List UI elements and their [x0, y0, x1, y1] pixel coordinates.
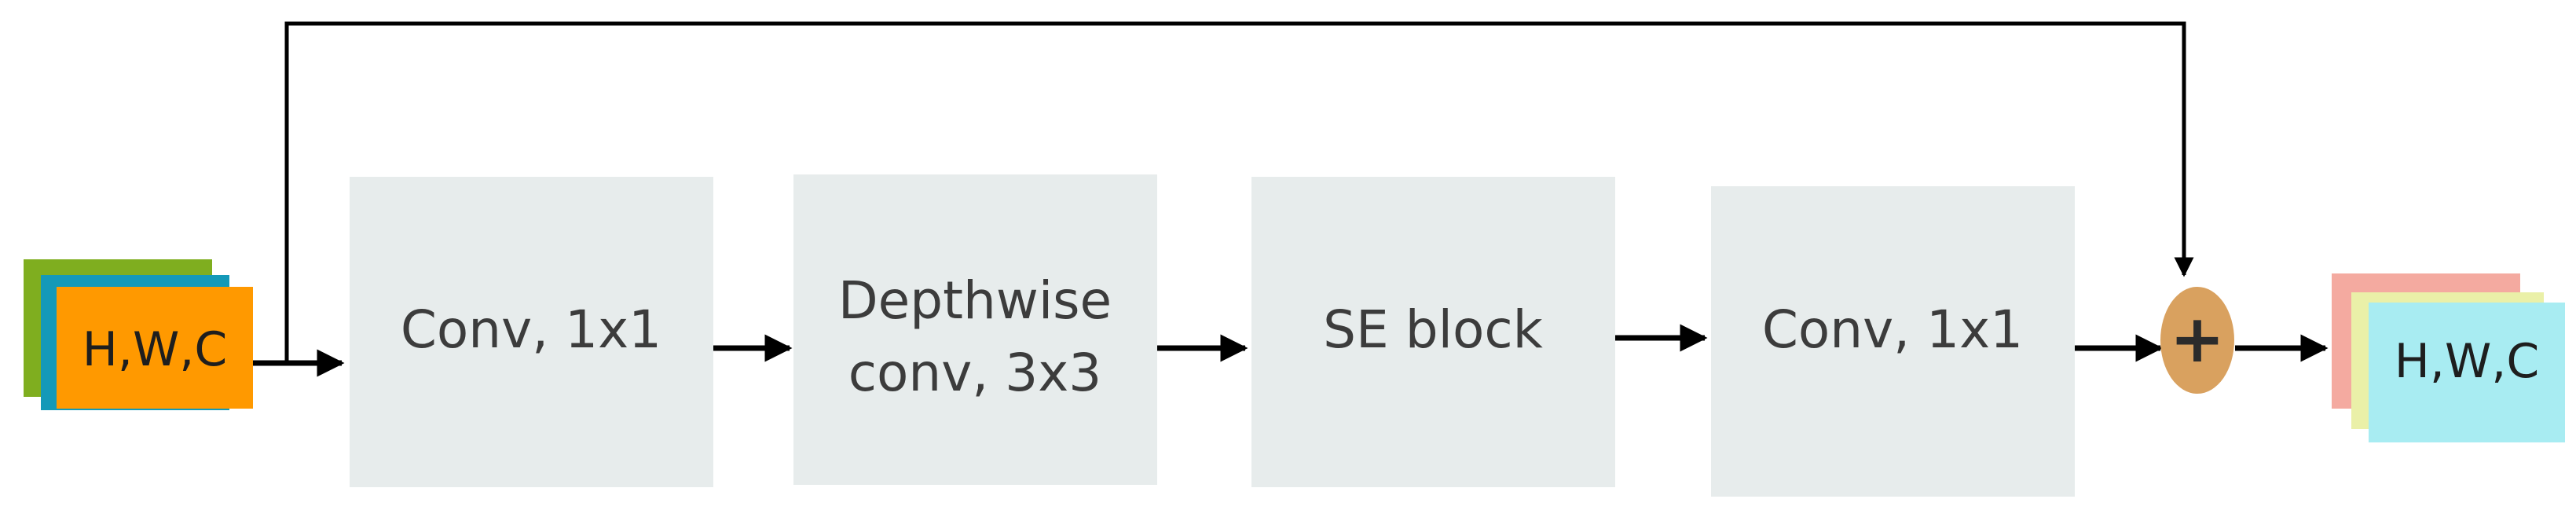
- add-node-symbol: +: [2170, 300, 2225, 377]
- skip-connection-line: [284, 21, 2194, 363]
- block-se-label: SE block: [1323, 299, 1543, 360]
- block-depthwise-conv-label-line1: Depthwise: [838, 270, 1112, 331]
- block-depthwise-conv-box: [793, 174, 1157, 485]
- block-depthwise-conv-label-line2: conv, 3x3: [848, 343, 1102, 403]
- block-se-box: [1251, 177, 1615, 487]
- block-conv-1x1-first-box: [350, 177, 713, 487]
- block-conv-1x1-second-box: [1711, 186, 2075, 497]
- input-tensor-label: H,W,C: [82, 322, 227, 377]
- block-conv-1x1-second-label: Conv, 1x1: [1762, 299, 2023, 360]
- block-se: SE block: [1251, 177, 1615, 487]
- block-depthwise-conv: Depthwise conv, 3x3: [793, 174, 1157, 485]
- block-conv-1x1-first-label: Conv, 1x1: [401, 299, 661, 360]
- output-tensor-label: H,W,C: [2395, 334, 2539, 389]
- block-conv-1x1-second: Conv, 1x1: [1711, 186, 2075, 497]
- add-node-circle: [2160, 287, 2234, 394]
- input-tensor-layer-front: [57, 287, 253, 409]
- add-node: +: [2160, 287, 2234, 394]
- output-tensor: H,W,C: [2332, 273, 2565, 442]
- block-conv-1x1-first: Conv, 1x1: [350, 177, 713, 487]
- output-tensor-layer-front: [2369, 303, 2565, 442]
- input-tensor: H,W,C: [24, 259, 253, 410]
